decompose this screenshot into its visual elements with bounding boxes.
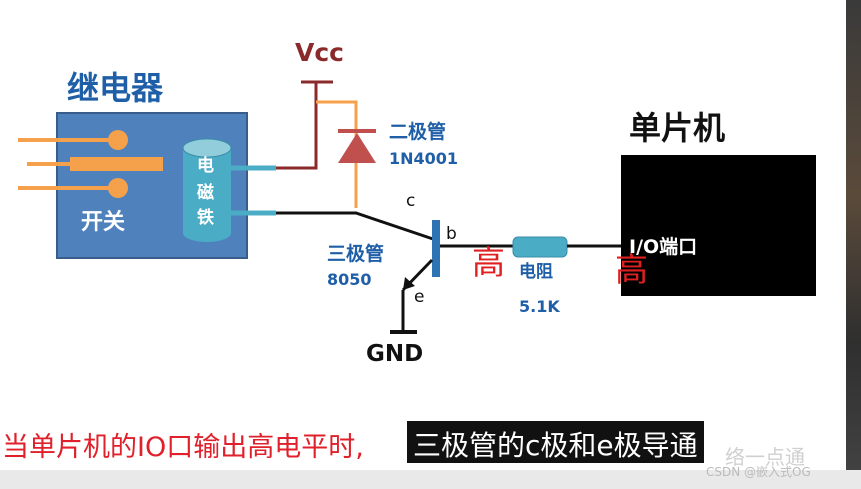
- mcu-title: 单片机: [629, 109, 726, 147]
- wire-coil-collector: [276, 211, 437, 242]
- switch-label: 开关: [81, 210, 126, 235]
- gnd-label: GND: [366, 341, 424, 367]
- coil-char-2: 磁: [197, 183, 214, 203]
- vcc-label: Vcc: [295, 38, 344, 67]
- csdn-watermark: CSDN @嵌入式OG: [706, 465, 811, 479]
- diode-triangle: [338, 133, 376, 163]
- bottom-bar: [0, 470, 861, 489]
- diode-model: 1N4001: [389, 149, 459, 168]
- emitter-arrow: [403, 277, 415, 290]
- high-level-right: 高: [615, 250, 648, 289]
- side-strip: [846, 0, 861, 489]
- resistor-body: [512, 236, 568, 258]
- high-level-left: 高: [472, 243, 505, 282]
- coil-char-3: 铁: [197, 208, 214, 228]
- resistor-value: 5.1K: [519, 297, 560, 316]
- mcu-port-label: I/O端口: [629, 236, 698, 258]
- diode-loop: [316, 100, 358, 208]
- wire-coil-vcc: [276, 82, 318, 170]
- coil-bottom: [183, 224, 231, 242]
- watermark-text: 络一点通: [725, 445, 805, 469]
- diode-name: 二极管: [389, 121, 447, 143]
- pin-b-label: b: [446, 224, 457, 244]
- coil-body: [183, 148, 231, 233]
- coil-top: [182, 138, 232, 158]
- transistor-base-plate: [432, 220, 440, 277]
- subtitle-right: 三极管的c极和e极导通: [407, 421, 704, 463]
- mcu-box: [621, 155, 816, 296]
- switch-contact-top: [108, 130, 128, 150]
- transistor-name: 三极管: [327, 243, 385, 265]
- switch-bar: [70, 157, 163, 171]
- coil-char-1: 电: [197, 156, 214, 176]
- switch-contact-bottom: [108, 178, 128, 198]
- pin-c-label: c: [406, 191, 416, 211]
- subtitle-left: 当单片机的IO口输出高电平时,: [2, 432, 364, 463]
- transistor-model: 8050: [327, 270, 372, 289]
- resistor-name: 电阻: [519, 262, 553, 282]
- pin-e-label: e: [414, 287, 425, 307]
- relay-title: 继电器: [67, 69, 164, 107]
